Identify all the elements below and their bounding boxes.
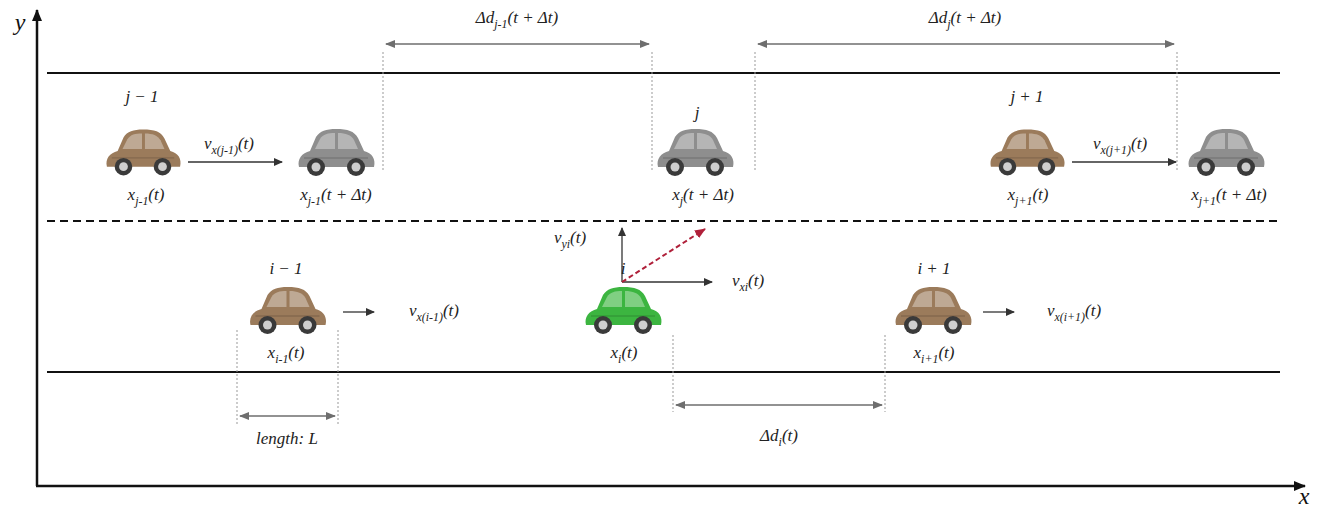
label-text: x bbox=[1299, 483, 1310, 509]
label-text: y bbox=[15, 9, 26, 35]
label-text: v bbox=[732, 271, 740, 290]
label-text: x bbox=[1008, 185, 1016, 204]
subscript-text: j+1 bbox=[1199, 194, 1216, 208]
label-text: x bbox=[914, 343, 922, 362]
position-label: xj(t + Δt) bbox=[672, 186, 734, 207]
vehicle-index: i bbox=[621, 260, 626, 277]
subscript-text: x(j-1) bbox=[212, 143, 238, 157]
label-text: (t) bbox=[938, 343, 954, 362]
position-label: xi+1(t) bbox=[914, 344, 955, 365]
subscript-text: j-1 bbox=[494, 17, 507, 31]
subscript-text: x(j+1) bbox=[1101, 143, 1131, 157]
subscript-text: j bbox=[680, 194, 683, 208]
subscript-text: xi bbox=[739, 280, 748, 294]
subscript-text: x(i-1) bbox=[417, 310, 443, 324]
label-text: Δd bbox=[929, 8, 947, 27]
label-text: (t + Δt) bbox=[951, 8, 1002, 27]
vehicle-index: i + 1 bbox=[917, 260, 950, 277]
subscript-text: j-1 bbox=[135, 194, 148, 208]
axis-label: x bbox=[1299, 484, 1310, 508]
subscript-text: i+1 bbox=[921, 352, 938, 366]
axis-label: y bbox=[15, 10, 26, 34]
position-label: xi-1(t) bbox=[268, 344, 305, 365]
subscript-text: i bbox=[779, 435, 782, 449]
label-text: j − 1 bbox=[125, 87, 158, 106]
label-text: (t) bbox=[288, 343, 304, 362]
label-text: (t + Δt) bbox=[507, 8, 558, 27]
label-text: v bbox=[204, 134, 212, 153]
gap-label: Δdj-1(t + Δt) bbox=[476, 9, 558, 30]
vehicle-index: j bbox=[695, 104, 700, 121]
label-text: (t + Δt) bbox=[321, 185, 372, 204]
label-text: j + 1 bbox=[1010, 87, 1043, 106]
length-label: length: L bbox=[256, 430, 318, 447]
label-text: (t) bbox=[570, 228, 586, 247]
subscript-text: j+1 bbox=[1015, 194, 1032, 208]
position-label: xj+1(t + Δt) bbox=[1191, 186, 1267, 207]
velocity-label: vx(j-1)(t) bbox=[204, 135, 254, 156]
label-text: i − 1 bbox=[269, 259, 302, 278]
label-text: x bbox=[128, 185, 136, 204]
label-text: x bbox=[300, 185, 308, 204]
subscript-text: i-1 bbox=[275, 352, 288, 366]
label-text: j bbox=[695, 103, 700, 122]
velocity-label: vx(j+1)(t) bbox=[1093, 135, 1147, 156]
label-text: i + 1 bbox=[917, 259, 950, 278]
label-text: v bbox=[1047, 301, 1055, 320]
label-text: Δd bbox=[760, 426, 778, 445]
position-label: xj-1(t + Δt) bbox=[300, 186, 371, 207]
label-text: (t) bbox=[748, 271, 764, 290]
label-text: x bbox=[611, 343, 619, 362]
position-label: xj-1(t) bbox=[128, 186, 165, 207]
vehicle-index: j − 1 bbox=[125, 88, 158, 105]
position-label: xj+1(t) bbox=[1008, 186, 1049, 207]
subscript-text: x(i+1) bbox=[1055, 310, 1085, 324]
label-text: (t + Δt) bbox=[683, 185, 734, 204]
label-text: v bbox=[409, 301, 417, 320]
gap-label: Δdj(t + Δt) bbox=[929, 9, 1002, 30]
vehicle-index: i − 1 bbox=[269, 260, 302, 277]
velocity-label: vx(i-1)(t) bbox=[409, 302, 459, 323]
subscript-text: j bbox=[947, 17, 950, 31]
label-text: x bbox=[672, 185, 680, 204]
label-text: (t) bbox=[1032, 185, 1048, 204]
label-text: (t + Δt) bbox=[1216, 185, 1267, 204]
label-text: Δd bbox=[476, 8, 494, 27]
label-text: i bbox=[621, 259, 626, 278]
label-text: x bbox=[1191, 185, 1199, 204]
label-text: (t) bbox=[1131, 134, 1147, 153]
gap-label: Δdi(t) bbox=[760, 427, 798, 448]
label-text: (t) bbox=[782, 426, 798, 445]
velocity-label: vx(i+1)(t) bbox=[1047, 302, 1101, 323]
label-text: v bbox=[554, 228, 562, 247]
velocity-label: vyi(t) bbox=[554, 229, 586, 250]
label-text: (t) bbox=[443, 301, 459, 320]
label-text: (t) bbox=[148, 185, 164, 204]
velocity-label: vxi(t) bbox=[732, 272, 764, 293]
subscript-text: i bbox=[618, 352, 621, 366]
position-label: xi(t) bbox=[611, 344, 638, 365]
label-text: (t) bbox=[238, 134, 254, 153]
label-text: (t) bbox=[621, 343, 637, 362]
label-text: (t) bbox=[1085, 301, 1101, 320]
label-text: x bbox=[268, 343, 276, 362]
vehicle-index: j + 1 bbox=[1010, 88, 1043, 105]
label-text: length: L bbox=[256, 429, 318, 448]
subscript-text: yi bbox=[561, 237, 570, 251]
subscript-text: j-1 bbox=[308, 194, 321, 208]
label-text: v bbox=[1093, 134, 1101, 153]
